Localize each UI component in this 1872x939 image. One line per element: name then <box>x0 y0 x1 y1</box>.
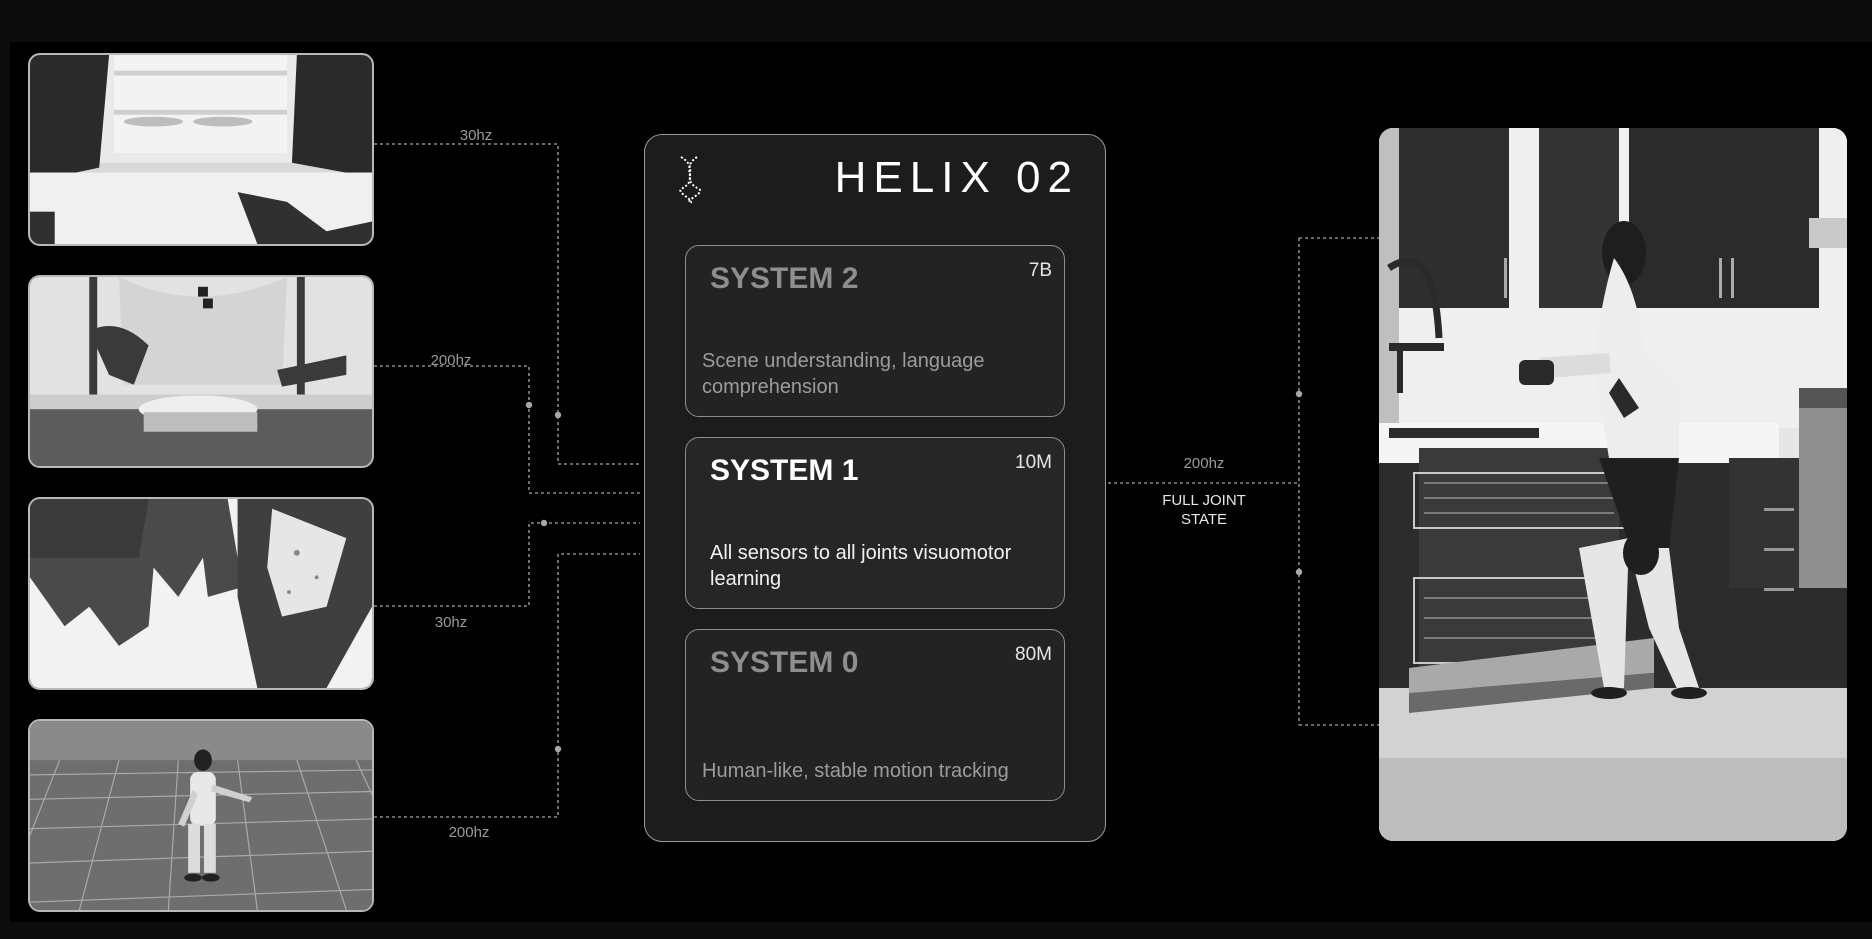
system-name: SYSTEM 2 <box>710 262 859 295</box>
system-2-card: SYSTEM 2 7B Scene understanding, languag… <box>685 245 1065 417</box>
model-size: 10M <box>1015 452 1052 473</box>
system-name: SYSTEM 1 <box>710 454 859 487</box>
system-description: Scene understanding, language comprehens… <box>702 350 985 398</box>
system-name: SYSTEM 0 <box>710 646 859 679</box>
system-description: All sensors to all joints visuomotor lea… <box>710 542 1012 590</box>
simulation-view <box>28 719 374 912</box>
wire-cam4 <box>374 553 640 818</box>
rate-label-cam3: 30hz <box>434 614 468 631</box>
rate-label-cam1: 30hz <box>459 127 493 144</box>
system-1-card: SYSTEM 1 10M All sensors to all joints v… <box>685 437 1065 609</box>
chest-camera-view <box>28 275 374 468</box>
page-title: HELIX 02 <box>834 153 1079 202</box>
wire-cam2 <box>374 365 640 494</box>
connector-lines <box>374 143 1379 818</box>
wire-cam1 <box>374 143 640 465</box>
head-camera-view <box>28 53 374 246</box>
output-label: FULL JOINT STATE <box>1162 492 1246 528</box>
model-size: 80M <box>1015 644 1052 665</box>
helix-dna-icon <box>679 156 702 204</box>
wire-cam3 <box>374 522 640 607</box>
system-description: Human-like, stable motion tracking <box>702 760 1009 782</box>
rate-label-output: 200hz <box>1183 455 1225 472</box>
rate-label-cam2: 200hz <box>430 352 472 369</box>
model-size: 7B <box>1028 260 1052 281</box>
hand-camera-view <box>28 497 374 690</box>
system-0-card: SYSTEM 0 80M Human-like, stable motion t… <box>685 629 1065 801</box>
diagram-canvas: 30hz 200hz 30hz 200hz 200hz FULL JOINT S… <box>10 42 1872 922</box>
robot-kitchen-photo <box>1379 128 1847 841</box>
helix-panel: HELIX 02 SYSTEM 2 7B Scene understanding… <box>644 134 1106 842</box>
rate-label-cam4: 200hz <box>448 824 490 841</box>
